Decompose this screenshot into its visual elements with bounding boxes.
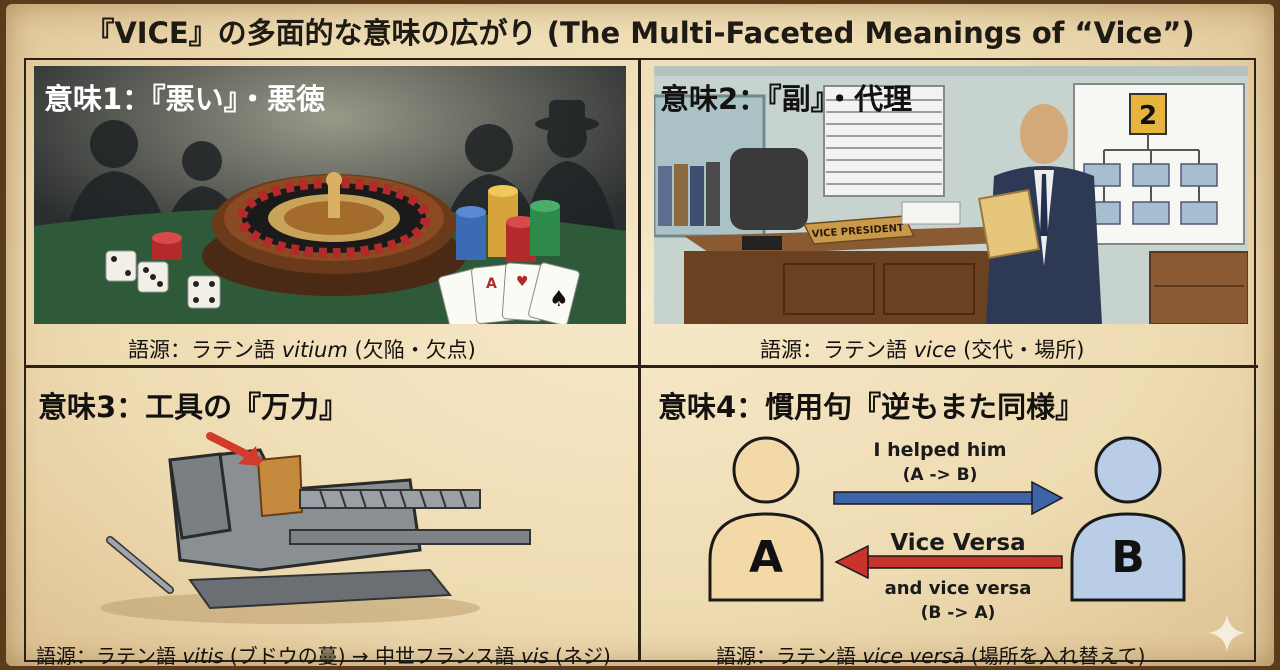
person-b-icon: B — [1070, 436, 1186, 602]
etym-word2: vis — [520, 644, 549, 668]
etym-prefix: 語源：ラテン語 — [716, 644, 863, 668]
svg-text:A: A — [486, 276, 497, 292]
etym-word: vice — [913, 338, 957, 362]
forward-label: I helped him — [873, 439, 1006, 461]
etym-suffix: (場所を入れ替えて) — [964, 644, 1146, 668]
panel1-heading: 意味1：『悪い』・悪徳 — [44, 82, 326, 116]
bench-vise-illustration — [90, 420, 540, 630]
etym-prefix: 語源：ラテン語 — [128, 338, 282, 362]
vice-versa-label: Vice Versa — [890, 530, 1025, 556]
office-illustration: 2 VICE PRESIDENT — [654, 66, 1248, 324]
panel1-etymology: 語源：ラテン語 vitium (欠陥・欠点) — [128, 334, 476, 364]
back-arrow — [834, 544, 1063, 580]
panel4-etymology: 語源：ラテン語 vice versā (場所を入れ替えて) — [716, 640, 1145, 669]
forward-sublabel: (A -> B) — [903, 465, 978, 485]
horizontal-divider — [24, 365, 1258, 368]
person-a-icon: A — [708, 436, 824, 602]
sparkle-icon — [1208, 614, 1246, 652]
vice-versa-diagram: A B I helped him (A -> B) Vice Versa and… — [700, 430, 1200, 630]
panel3-etymology: 語源：ラテン語 vitis (ブドウの蔓) → 中世フランス語 vis (ネジ) — [36, 640, 611, 669]
svg-text:♠: ♠ — [549, 287, 569, 312]
etym-suffix: (ネジ) — [548, 644, 611, 668]
person-b-label: B — [1111, 532, 1145, 583]
forward-arrow — [833, 480, 1064, 516]
etym-word: vitis — [182, 644, 224, 668]
svg-text:♥: ♥ — [516, 274, 529, 290]
etym-suffix: (交代・場所) — [956, 338, 1085, 362]
panel3-heading: 意味3：工具の『万力』 — [38, 390, 349, 424]
person-a-label: A — [749, 532, 783, 583]
etym-prefix: 語源：ラテン語 — [760, 338, 914, 362]
backward-sublabel: (B -> A) — [921, 603, 996, 623]
and-vice-versa-label: and vice versa — [885, 578, 1032, 599]
page-title: 『VICE』の多面的な意味の広がり (The Multi-Faceted Mea… — [85, 16, 1195, 50]
etym-suffix: (欠陥・欠点) — [347, 338, 476, 362]
grid-frame — [24, 58, 1256, 662]
etym-word: vice versā — [862, 644, 965, 668]
etym-middle: (ブドウの蔓) → 中世フランス語 — [223, 644, 521, 668]
vertical-divider — [638, 60, 641, 660]
etym-prefix: 語源：ラテン語 — [36, 644, 183, 668]
casino-illustration: A ♥ ♠ — [34, 66, 626, 324]
panel2-etymology: 語源：ラテン語 vice (交代・場所) — [760, 334, 1084, 364]
chart-badge: 2 — [1139, 101, 1157, 131]
panel4-heading: 意味4：慣用句『逆もまた同様』 — [658, 390, 1085, 424]
etym-word: vitium — [281, 338, 348, 362]
panel2-heading: 意味2：『副』・代理 — [660, 82, 913, 116]
